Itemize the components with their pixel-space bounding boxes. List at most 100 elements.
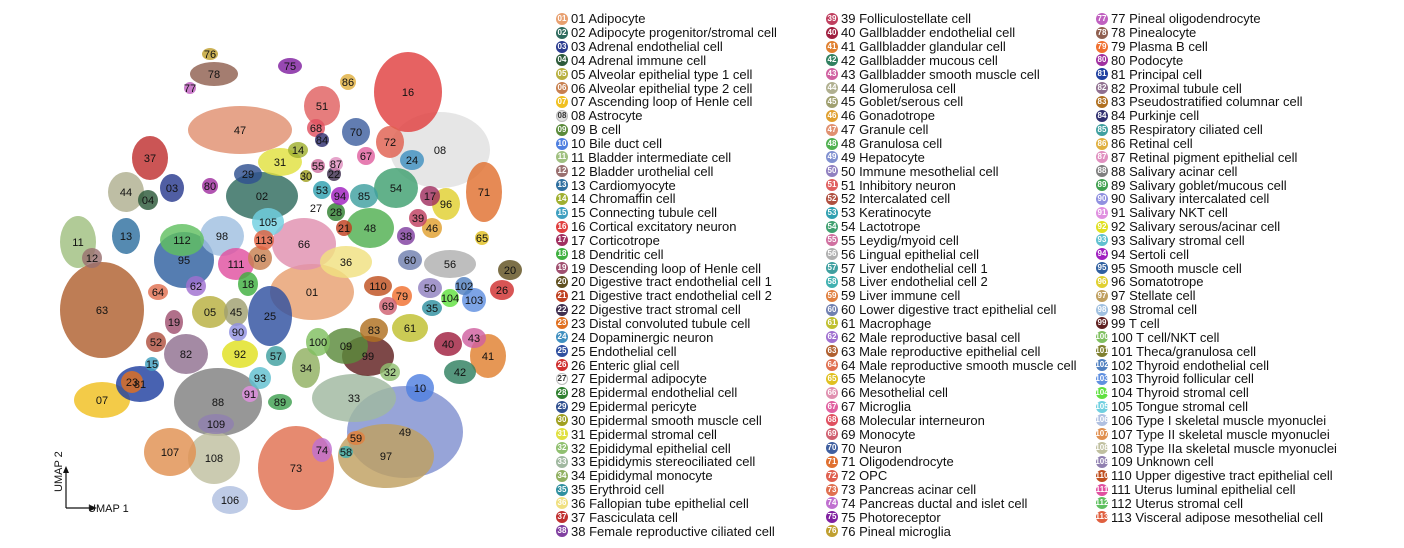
legend-swatch: 03 — [556, 40, 568, 53]
cluster-blob — [422, 300, 442, 316]
legend-label: 64 Male reproductive smooth muscle cell — [841, 357, 1077, 373]
cluster-blob — [339, 446, 353, 458]
cluster-blob — [462, 328, 486, 348]
legend-swatch: 49 — [826, 151, 838, 164]
cluster-blob — [315, 133, 329, 147]
cluster-blob — [164, 334, 208, 374]
legend-swatch: 110 — [1095, 469, 1109, 482]
legend-label: 81 Principal cell — [1111, 66, 1203, 82]
cluster-label: 03 — [166, 183, 178, 195]
legend-label: 43 Gallbladder smooth muscle cell — [841, 66, 1040, 82]
legend-swatch: 38 — [556, 525, 568, 538]
legend-label: 20 Digestive tract endothelial cell 1 — [571, 274, 772, 290]
legend-swatch: 27 — [556, 372, 568, 385]
legend-label: 33 Epididymis stereociliated cell — [571, 454, 756, 470]
cluster-blob — [374, 168, 418, 208]
legend-swatch: 52 — [826, 192, 838, 205]
legend-label: 36 Fallopian tube epithelial cell — [571, 495, 749, 511]
cluster-blob — [327, 203, 345, 221]
legend-label: 113 Visceral adipose mesothelial cell — [1111, 509, 1323, 525]
cluster-label: 38 — [400, 231, 412, 243]
legend-swatch: 73 — [826, 483, 838, 496]
legend-swatch: 50 — [826, 165, 838, 178]
legend-label: 04 Adrenal immune cell — [571, 52, 707, 68]
cluster-blob — [200, 216, 244, 256]
legend-swatch: 01 — [556, 12, 568, 25]
legend-label: 72 OPC — [841, 468, 888, 484]
legend-label: 102 Thyroid endothelial cell — [1111, 357, 1270, 373]
legend-label: 14 Chromaffin cell — [571, 191, 676, 207]
legend-swatch: 17 — [556, 234, 568, 247]
legend-label: 18 Dendritic cell — [571, 246, 664, 262]
legend-swatch: 12 — [556, 165, 568, 178]
legend-label: 107 Type II skeletal muscle myonuclei — [1111, 426, 1330, 442]
legend-swatch: 44 — [826, 82, 838, 95]
cluster-label: 107 — [161, 447, 179, 459]
cluster-blob — [74, 382, 130, 418]
legend-label: 90 Salivary intercalated cell — [1111, 191, 1270, 207]
legend-label: 47 Granule cell — [841, 122, 929, 138]
cluster-label: 13 — [120, 231, 132, 243]
legend-swatch: 53 — [826, 206, 838, 219]
legend-swatch: 103 — [1095, 372, 1109, 385]
cluster-blob — [212, 486, 248, 514]
legend-label: 49 Hepatocyte — [841, 149, 925, 165]
legend-swatch: 09 — [556, 123, 568, 136]
cluster-label: 90 — [232, 327, 244, 339]
legend-label: 92 Salivary serous/acinar cell — [1111, 219, 1281, 235]
cluster-blob — [160, 224, 204, 256]
cluster-label: 99 — [362, 351, 374, 363]
legend-label: 87 Retinal pigment epithelial cell — [1111, 149, 1298, 165]
cluster-label: 70 — [350, 127, 362, 139]
cluster-label: 14 — [292, 145, 304, 157]
cluster-blob — [202, 48, 218, 60]
cluster-blob — [336, 220, 352, 236]
legend-label: 60 Lower digestive tract epithelial cell — [841, 302, 1057, 318]
cluster-label: 47 — [234, 125, 246, 137]
cluster-label: 61 — [404, 323, 416, 335]
cluster-label: 103 — [465, 295, 483, 307]
cluster-blob — [229, 323, 247, 341]
cluster-label: 76 — [204, 49, 216, 61]
cluster-blob — [475, 231, 489, 245]
legend-label: 103 Thyroid follicular cell — [1111, 371, 1254, 387]
cluster-label: 97 — [380, 451, 392, 463]
cluster-blob — [397, 227, 415, 245]
cluster-label: 100 — [309, 337, 327, 349]
legend-label: 71 Oligodendrocyte — [841, 454, 954, 470]
cluster-blob — [184, 82, 196, 94]
legend-label: 05 Alveolar epithelial type 1 cell — [571, 66, 753, 82]
cluster-blob — [409, 209, 427, 227]
cluster-label: 21 — [338, 223, 350, 235]
legend-label: 10 Bile duct cell — [571, 136, 663, 152]
legend-swatch: 66 — [826, 386, 838, 399]
legend-label: 61 Macrophage — [841, 315, 932, 331]
legend-swatch: 67 — [826, 400, 838, 413]
legend-swatch: 102 — [1095, 359, 1109, 372]
legend-swatch: 06 — [556, 82, 568, 95]
legend-label: 59 Liver immune cell — [841, 288, 961, 304]
legend-swatch: 26 — [556, 359, 568, 372]
legend-label: 101 Theca/granulosa cell — [1111, 343, 1257, 359]
